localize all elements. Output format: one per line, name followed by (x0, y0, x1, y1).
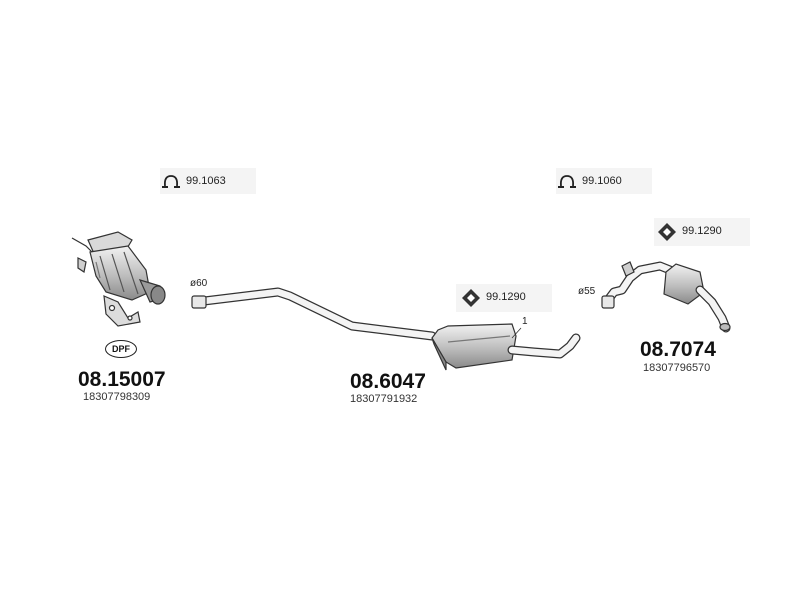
gasket-icon (658, 223, 676, 241)
dpf-filter-drawing (71, 231, 166, 327)
part-number: 08.6047 (350, 370, 426, 393)
part-number: 08.7074 (640, 338, 716, 361)
accessory-clamp-2: 99.1060 (556, 172, 666, 192)
callout-line (511, 327, 522, 339)
oem-number: 18307791932 (350, 393, 418, 405)
rear-silencer-drawing (601, 261, 731, 333)
accessory-code: 99.1063 (186, 175, 226, 187)
middle-silencer-drawing (191, 287, 581, 371)
gasket-icon (462, 289, 480, 307)
clamp-icon (558, 175, 576, 188)
accessory-clamp-1: 99.1063 (160, 172, 270, 192)
callout-number: 1 (522, 316, 528, 327)
accessory-code: 99.1290 (486, 291, 526, 303)
clamp-icon (162, 175, 180, 188)
diameter-label: ø60 (190, 278, 208, 289)
accessory-gasket-1: 99.1290 (656, 222, 766, 242)
oem-number: 18307796570 (643, 362, 711, 374)
accessory-code: 99.1290 (682, 225, 722, 237)
diameter-label: ø55 (578, 286, 596, 297)
accessory-code: 99.1060 (582, 175, 622, 187)
dpf-badge: DPF (105, 340, 137, 358)
accessory-gasket-2: 99.1290 (460, 288, 570, 308)
part-number: 08.15007 (78, 368, 166, 391)
oem-number: 18307798309 (83, 391, 151, 403)
